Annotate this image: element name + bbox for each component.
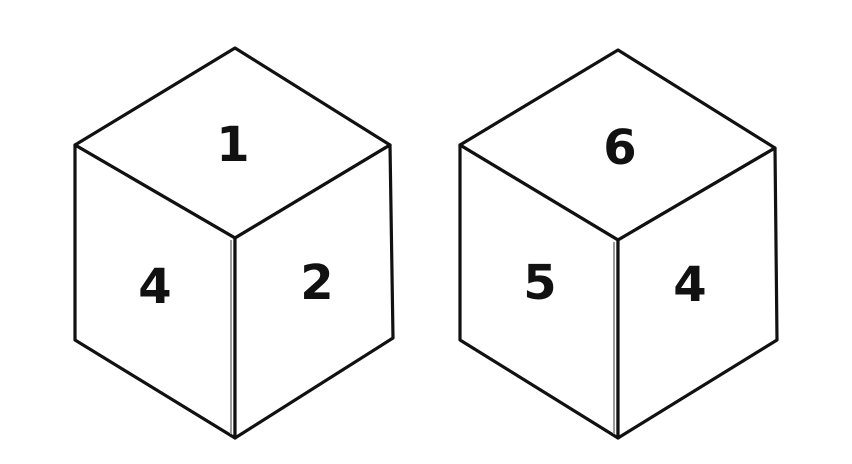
die-1-right-face	[233, 143, 395, 440]
die-1-left-number: 4	[138, 259, 171, 315]
die-2: 6 5 4	[458, 48, 779, 440]
die-1-right-number: 2	[300, 255, 333, 311]
die-1-top-number: 1	[216, 117, 249, 173]
die-2-right-number: 4	[673, 257, 706, 313]
die-2-left-number: 5	[523, 255, 556, 311]
die-2-top-number: 6	[603, 120, 636, 176]
die-2-right-face	[616, 146, 779, 440]
die-1: 1 4 2	[73, 46, 395, 440]
